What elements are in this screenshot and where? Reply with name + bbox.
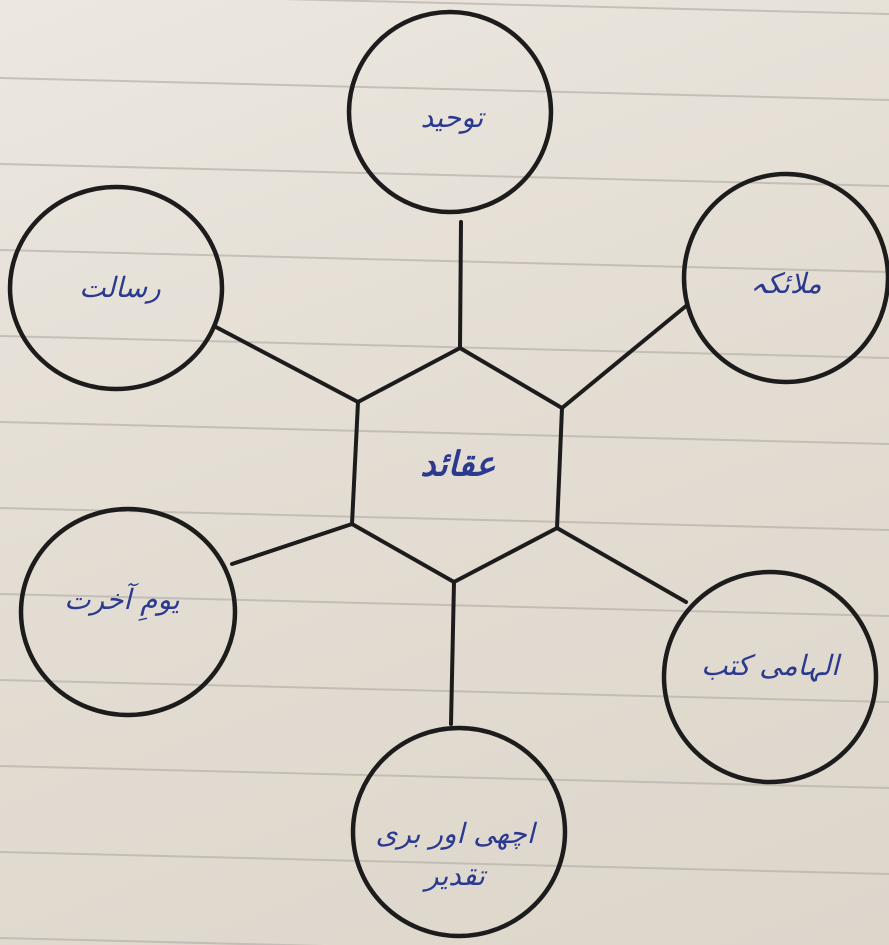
ruled-line xyxy=(0,335,889,359)
ruled-line xyxy=(282,0,889,15)
node-label-tawheed: توحید xyxy=(420,101,484,134)
node-label-risalat: رسالت xyxy=(79,271,161,304)
ruled-line xyxy=(0,765,889,789)
connector-taqdeer xyxy=(449,580,456,726)
node-circle-risalat xyxy=(7,184,225,392)
connector-risalat xyxy=(212,324,360,404)
node-circles xyxy=(7,9,889,939)
connectors xyxy=(212,220,688,726)
ruled-line xyxy=(0,77,889,101)
ruled-line xyxy=(0,421,889,445)
node-circle-tawheed xyxy=(346,9,554,215)
node-circle-ilhami-kutub xyxy=(661,569,879,785)
ruled-line xyxy=(0,249,889,273)
node-label-malaika: ملائکہ xyxy=(750,267,822,300)
node-circle-malaika xyxy=(681,171,889,385)
ruled-line xyxy=(0,851,889,875)
connector-malaika xyxy=(560,304,688,410)
node-circle-yaum-e-akhirat xyxy=(18,506,238,718)
ruled-line xyxy=(0,679,889,703)
hub-hexagon xyxy=(350,346,564,584)
node-label-taqdeer: اچھی اور بری تقدیر xyxy=(375,817,535,892)
node-label-yaum-e-akhirat: یومِ آخرت xyxy=(64,583,180,616)
ruled-line xyxy=(0,937,324,945)
connector-yaum-e-akhirat xyxy=(230,522,354,566)
ruled-line xyxy=(0,593,889,617)
ruled-line xyxy=(0,163,889,187)
node-circle-taqdeer xyxy=(350,725,568,939)
node-label-ilhami-kutub: الہامی کتب xyxy=(701,649,839,682)
connector-tawheed xyxy=(458,220,463,350)
hub-label: عقائد xyxy=(420,444,496,485)
connector-ilhami-kutub xyxy=(555,526,688,604)
